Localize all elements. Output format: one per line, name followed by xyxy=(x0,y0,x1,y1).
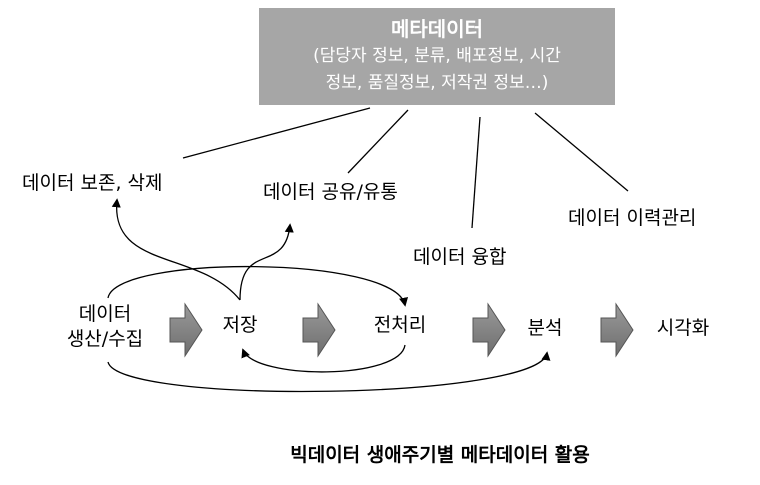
stage-produce-line2: 생산/수집 xyxy=(66,328,144,350)
process-arrow-1 xyxy=(169,302,203,358)
process-arrow-4 xyxy=(600,302,634,358)
metadata-box: 메타데이터 (담당자 정보, 분류, 배포정보, 시간 정보, 품질정보, 저작… xyxy=(259,8,615,105)
process-arrow-3 xyxy=(472,302,506,358)
curve-store-to-share xyxy=(239,223,294,301)
curve-produce-to-preprocess xyxy=(107,265,408,307)
curve-store-to-preserve xyxy=(111,198,241,301)
curve-preprocess-to-store xyxy=(241,344,406,373)
connector-share xyxy=(347,109,409,174)
stage-preprocess: 전처리 xyxy=(373,314,427,336)
activity-share-distribute: 데이터 공유/유통 xyxy=(263,181,398,203)
metadata-title: 메타데이터 xyxy=(391,17,483,41)
activity-history: 데이터 이력관리 xyxy=(568,207,697,229)
connector-preserve xyxy=(182,107,371,159)
metadata-subtitle-line2: 정보, 품질정보, 저작권 정보…) xyxy=(325,73,549,93)
stage-visualize: 시각화 xyxy=(656,317,710,339)
figure-caption: 빅데이터 생애주기별 메타데이터 활용 xyxy=(290,444,590,466)
metadata-subtitle-line1: (담당자 정보, 분류, 배포정보, 시간 xyxy=(313,46,561,66)
stage-produce-line1: 데이터 xyxy=(78,303,132,325)
curve-produce-to-analyze xyxy=(107,351,551,393)
connector-history xyxy=(534,112,629,192)
activity-preserve-delete: 데이터 보존, 삭제 xyxy=(22,172,163,194)
connector-fusion xyxy=(471,116,481,229)
activity-fusion: 데이터 융합 xyxy=(413,246,507,268)
stage-store: 저장 xyxy=(222,314,258,336)
process-arrow-2 xyxy=(302,302,336,358)
stage-produce-collect: 데이터 생산/수집 xyxy=(55,302,155,352)
stage-analyze: 분석 xyxy=(527,317,563,339)
